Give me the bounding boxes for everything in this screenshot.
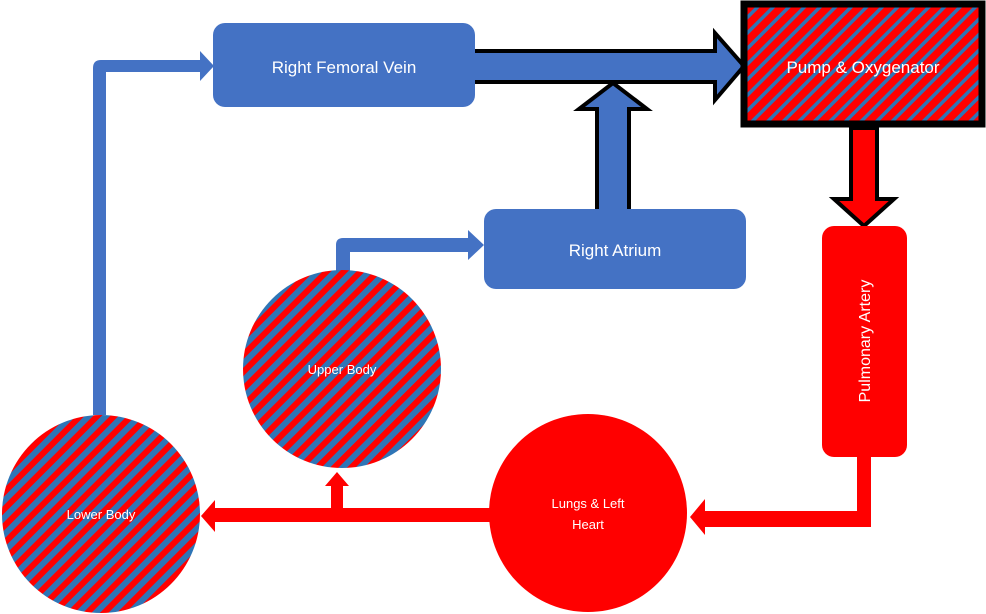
- label-upper-body: Upper Body: [308, 362, 377, 377]
- node-right-atrium: Right Atrium: [484, 209, 746, 289]
- arrow-lungs-to-lower-body: [201, 500, 490, 532]
- label-lower-body: Lower Body: [67, 507, 136, 522]
- arrow-lower-body-to-femoral-vein: [93, 51, 214, 415]
- label-lungs-left-heart-line1: Lungs & Left: [552, 496, 625, 511]
- arrow-pulmonary-artery-to-lungs: [690, 457, 871, 535]
- arrow-upper-body-to-right-atrium: [336, 230, 484, 272]
- label-right-femoral-vein: Right Femoral Vein: [272, 58, 417, 77]
- arrow-lungs-to-upper-body: [325, 472, 349, 509]
- node-upper-body: Upper Body: [243, 270, 441, 468]
- label-pump-oxygenator: Pump & Oxygenator: [786, 58, 939, 77]
- label-lungs-left-heart-line2: Heart: [572, 517, 604, 532]
- node-pump-oxygenator: Pump & Oxygenator: [740, 0, 986, 128]
- label-right-atrium: Right Atrium: [569, 241, 662, 260]
- label-pulmonary-artery: Pulmonary Artery: [857, 280, 874, 403]
- node-lower-body: Lower Body: [2, 415, 200, 613]
- arrow-femoral-vein-to-pump: [468, 27, 747, 106]
- node-lungs-left-heart: Lungs & Left Heart: [489, 414, 687, 612]
- node-right-femoral-vein: Right Femoral Vein: [213, 23, 475, 107]
- arrow-pump-to-pulmonary-artery: [828, 126, 900, 229]
- node-pulmonary-artery: Pulmonary Artery: [822, 226, 907, 457]
- arrow-right-atrium-to-pump: [573, 80, 653, 214]
